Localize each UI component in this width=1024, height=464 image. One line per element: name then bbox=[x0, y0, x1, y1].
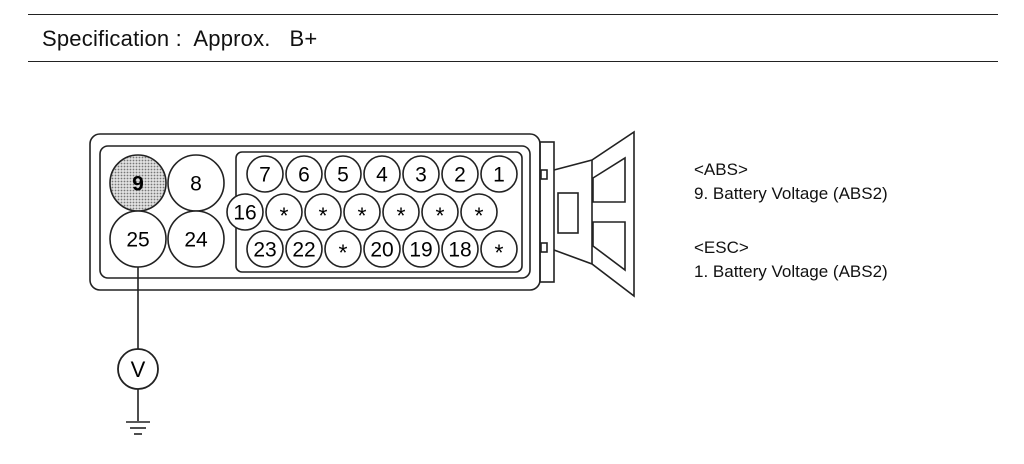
pin-8: 8 bbox=[167, 154, 225, 212]
pin-24: 24 bbox=[167, 210, 225, 268]
pin-label: 24 bbox=[184, 229, 208, 252]
pin-18: 18 bbox=[441, 230, 479, 268]
pin-circle bbox=[460, 193, 498, 231]
pin-2: 2 bbox=[441, 155, 479, 193]
pin-label: * bbox=[397, 203, 406, 229]
pin-label: 2 bbox=[454, 164, 466, 187]
pin-circle bbox=[363, 155, 401, 193]
pin-label: 22 bbox=[292, 239, 315, 262]
pin-circle bbox=[480, 155, 518, 193]
pin-label: * bbox=[358, 203, 367, 229]
pin-label: * bbox=[495, 240, 504, 266]
pin-circle bbox=[324, 230, 362, 268]
pin-circle bbox=[441, 155, 479, 193]
pin-label: 20 bbox=[370, 239, 393, 262]
specification-line: Specification : Approx. B+ bbox=[42, 26, 317, 52]
pin-label: 8 bbox=[190, 173, 202, 196]
pin-23: 23 bbox=[246, 230, 284, 268]
pin-1: 1 bbox=[480, 155, 518, 193]
pin-19: 19 bbox=[402, 230, 440, 268]
pin-4: 4 bbox=[363, 155, 401, 193]
pin-9: 9 bbox=[109, 154, 167, 212]
pin-20: 20 bbox=[363, 230, 401, 268]
pin-label: 16 bbox=[233, 202, 256, 225]
pin-22: 22 bbox=[285, 230, 323, 268]
pin-unused: * bbox=[324, 230, 362, 268]
ground-icon bbox=[126, 421, 150, 435]
pin-unused: * bbox=[343, 193, 381, 231]
voltmeter-icon: V bbox=[117, 348, 159, 390]
esc-text: 1. Battery Voltage (ABS2) bbox=[694, 262, 888, 281]
pin-label: 4 bbox=[376, 164, 388, 187]
esc-heading: <ESC> bbox=[694, 238, 749, 257]
pin-circle bbox=[246, 155, 284, 193]
bottom-rule bbox=[28, 61, 998, 62]
pin-label: * bbox=[436, 203, 445, 229]
top-rule bbox=[28, 14, 998, 15]
pin-unused: * bbox=[265, 193, 303, 231]
pin-unused: * bbox=[304, 193, 342, 231]
pin-16: 16 bbox=[226, 193, 264, 231]
pin-circle bbox=[343, 193, 381, 231]
voltmeter-symbol: V bbox=[131, 357, 146, 382]
pin-circle bbox=[402, 230, 440, 268]
esc-note: <ESC> 1. Battery Voltage (ABS2) bbox=[694, 236, 888, 284]
pin-25: 25 bbox=[109, 210, 167, 268]
large-pins: 9 8 25 24 bbox=[109, 154, 225, 268]
pin-circle bbox=[363, 230, 401, 268]
pin-label: 25 bbox=[126, 229, 149, 252]
spec-approx: Approx. bbox=[193, 26, 271, 51]
pin-label: 7 bbox=[259, 164, 271, 187]
pin-7: 7 bbox=[246, 155, 284, 193]
pin-circle bbox=[167, 210, 225, 268]
pin-6: 6 bbox=[285, 155, 323, 193]
pin-label: 1 bbox=[493, 164, 505, 187]
pin-circle bbox=[421, 193, 459, 231]
abs-heading: <ABS> bbox=[694, 160, 748, 179]
spec-separator: : bbox=[175, 26, 182, 51]
pin-circle bbox=[304, 193, 342, 231]
spec-value: B+ bbox=[289, 26, 318, 51]
pin-5: 5 bbox=[324, 155, 362, 193]
pin-label: 6 bbox=[298, 164, 310, 187]
pin-label: 23 bbox=[253, 239, 276, 262]
pin-circle bbox=[265, 193, 303, 231]
pin-circle bbox=[246, 230, 284, 268]
pin-circle bbox=[285, 155, 323, 193]
pin-circle bbox=[109, 210, 167, 268]
pin-label: 19 bbox=[409, 239, 432, 262]
pin-unused: * bbox=[480, 230, 518, 268]
pin-circle bbox=[285, 230, 323, 268]
pin-label: * bbox=[280, 203, 289, 229]
pin-circle bbox=[324, 155, 362, 193]
pin-circle bbox=[480, 230, 518, 268]
pin-label: 9 bbox=[132, 173, 144, 196]
pin-label: 5 bbox=[337, 164, 349, 187]
pin-circle bbox=[441, 230, 479, 268]
pin-circle bbox=[402, 155, 440, 193]
pin-unused: * bbox=[421, 193, 459, 231]
pin-circle bbox=[382, 193, 420, 231]
pin-label: * bbox=[339, 240, 348, 266]
pin-label: 3 bbox=[415, 164, 427, 187]
pin-circle bbox=[226, 193, 264, 231]
pin-label: * bbox=[475, 203, 484, 229]
spec-label: Specification bbox=[42, 26, 170, 51]
pin-unused: * bbox=[382, 193, 420, 231]
pin-label: 18 bbox=[448, 239, 471, 262]
abs-note: <ABS> 9. Battery Voltage (ABS2) bbox=[694, 158, 888, 206]
abs-text: 9. Battery Voltage (ABS2) bbox=[694, 184, 888, 203]
pin-label: * bbox=[319, 203, 328, 229]
pin-3: 3 bbox=[402, 155, 440, 193]
pin-unused: * bbox=[460, 193, 498, 231]
